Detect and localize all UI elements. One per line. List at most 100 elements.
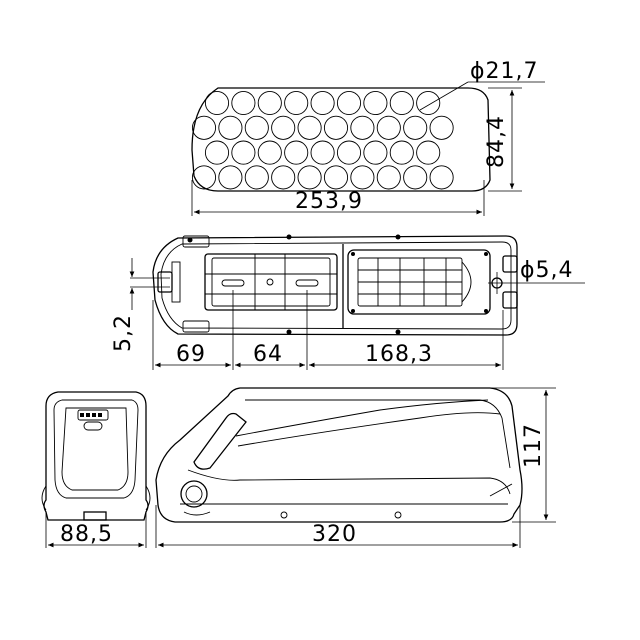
left-bay-slot-2 [295,279,319,287]
battery-cell [218,165,243,190]
battery-cell [363,140,388,165]
side-view-rivet [394,511,402,519]
battery-cell [310,90,335,116]
battery-cell [191,115,217,140]
battery-cell [350,165,375,190]
battery-cell [389,140,414,165]
battery-cell [350,115,375,140]
side-view-outline [155,387,523,523]
right-bay-curve [461,261,472,303]
battery-cell [429,115,454,140]
battery-cell [297,165,322,190]
battery-cell [376,115,401,140]
battery-cell [389,90,414,116]
battery-button [83,421,103,431]
side-view-tail-line [489,483,513,497]
mount-tab-top [182,235,210,248]
screw [395,234,401,240]
battery-cell [257,140,282,165]
screw [351,252,355,256]
battery-cell [297,115,322,140]
battery-cell [323,115,349,140]
side-view-contour-1 [235,399,489,437]
battery-cell [284,140,309,165]
end-view-front-panel [53,399,139,499]
battery-cell [416,90,441,116]
left-bay-center-bracket [254,253,286,311]
screw [484,309,488,313]
led-indicator [86,413,90,417]
side-view-lock-inner [185,485,203,503]
battery-cell [218,115,243,140]
battery-cell [416,140,441,165]
end-view-side-curve-left [41,485,47,511]
side-view-window [193,412,247,470]
battery-cell [257,90,282,116]
cell-diameter-leader [419,81,469,111]
screw [484,252,488,256]
led-indicator [98,413,102,417]
height-label: 117 [521,423,546,468]
offset-label: 5,2 [111,314,136,352]
end-view-foot [83,511,107,521]
base-plate-inner-outline [160,241,512,330]
screw [286,329,292,335]
battery-cell [310,140,335,165]
seg-1-label: 69 [176,342,206,367]
side-view-contour-2 [237,412,501,447]
cell-diameter-label: ϕ21,7 [470,59,539,84]
end-view-side-curve-right [145,485,151,511]
left-bay-slot-1 [221,279,245,287]
base-plate-outline [152,235,518,336]
battery-cell [204,90,230,116]
width-label: 88,5 [60,522,113,547]
battery-cell [244,165,269,190]
led-indicator [92,413,96,417]
led-indicator [80,413,84,417]
battery-cell [271,115,296,140]
battery-cell [429,165,454,190]
battery-cell [191,165,217,190]
pack-length-label: 253,9 [295,189,363,214]
screw [395,329,401,335]
screw [286,234,292,240]
cell-pack-view: ϕ21,7 84,4 253,9 [191,59,545,216]
battery-cell [323,165,349,190]
left-connector-housing [171,261,181,303]
cell-pack-outline [191,87,491,192]
left-bay-screw [266,278,274,286]
length-label: 320 [312,522,357,547]
hole-diameter-label: ϕ5,4 [520,258,574,283]
screw [351,309,355,313]
base-plate-view: ϕ5,4 5,2 69 64 168,3 [111,234,585,370]
battery-cell [376,165,401,190]
left-bay [204,253,338,311]
battery-cell [231,140,256,165]
side-view-foot-left [183,511,211,516]
battery-cell [403,165,428,190]
end-view: 88,5 [41,391,151,548]
battery-cell [231,90,256,116]
seg-2-label: 64 [253,342,283,367]
right-bay [347,249,491,315]
right-latch-top [502,255,518,273]
pack-height-label: 84,4 [484,115,509,168]
seg-3-label: 168,3 [365,342,433,367]
right-latch-bottom [502,291,518,309]
side-view: 320 117 [155,387,556,548]
side-view-rivet [280,511,288,519]
battery-cell [244,115,269,140]
indicator-strip [77,409,109,421]
screw [187,237,193,243]
battery-cell [336,140,362,165]
battery-cell [336,90,362,116]
battery-cell [403,115,428,140]
battery-cell [204,140,230,165]
end-view-front-inner [61,407,129,491]
left-connector [157,271,173,293]
end-view-outline [43,391,149,521]
battery-cell [271,165,296,190]
mount-tab-bottom [182,320,210,333]
